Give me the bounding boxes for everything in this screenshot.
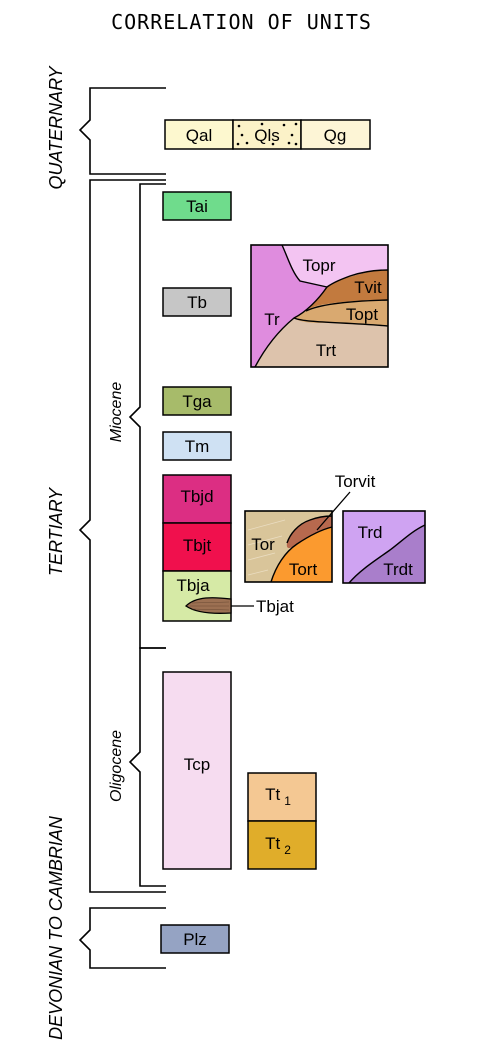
- bracket-tertiary: [78, 179, 166, 893]
- unit-tai: Tai: [162, 191, 232, 221]
- unit-tai-box: [162, 191, 232, 221]
- unit-tt1-label-subscript: 1: [284, 794, 291, 808]
- bracket-devonian-to-cambrian: [78, 907, 166, 969]
- unit-tvit-label: Tvit: [354, 278, 382, 297]
- era-label-devonian-to-cambrian: DEVONIAN TO CAMBRIAN: [46, 815, 66, 1040]
- unit-tbjat-hatch: [190, 601, 230, 611]
- unit-tr-complex-contacts: [254, 244, 389, 368]
- unit-trd-complex-frame: [342, 510, 426, 584]
- unit-tr-complex-frame: [250, 244, 389, 368]
- unit-tt2-box: [247, 820, 317, 870]
- unit-tor-label: Tor: [251, 535, 275, 554]
- unit-tbja: Tbja: [162, 570, 232, 622]
- unit-tm: Tm: [162, 431, 232, 461]
- unit-tt2-label-subscript: 2: [284, 843, 291, 857]
- unit-tort-label: Tort: [289, 560, 318, 579]
- epoch-label-miocene: Miocene: [108, 382, 125, 443]
- unit-tcp-label: Tcp: [184, 755, 210, 774]
- unit-topr-area: [282, 245, 388, 287]
- unit-torvit-label: Torvit: [335, 472, 376, 491]
- unit-qal: Qal: [164, 119, 234, 150]
- unit-tr-label: Tr: [264, 310, 280, 329]
- unit-qg-label: Qg: [324, 126, 347, 145]
- era-label-quaternary: QUATERNARY: [46, 65, 66, 190]
- unit-trd-contact: [348, 524, 426, 584]
- unit-qls: Qls: [232, 119, 302, 150]
- diagram-title: CORRELATION OF UNITS: [111, 10, 372, 34]
- unit-tt1-box: [247, 772, 317, 822]
- unit-tcp-box: [162, 671, 232, 870]
- unit-plz: Plz: [160, 924, 230, 954]
- unit-tt1-label-main: Tt: [265, 785, 280, 804]
- unit-tb-box: [162, 287, 232, 317]
- unit-torvit-area: [286, 516, 332, 549]
- unit-tr-area: [251, 245, 327, 367]
- leader-torvit: [316, 491, 351, 531]
- unit-qg-box: [300, 119, 371, 150]
- unit-tbjd: Tbjd: [162, 474, 232, 524]
- unit-tor-complex-frame: [244, 510, 333, 583]
- unit-tvit-area: [306, 270, 388, 311]
- unit-tt2-label-main: Tt: [265, 834, 280, 853]
- unit-tt2: Tt 2: [247, 820, 317, 870]
- unit-tm-label: Tm: [185, 437, 210, 456]
- unit-tbjat-label: Tbjat: [256, 597, 294, 616]
- unit-tga: Tga: [162, 386, 232, 416]
- unit-tt2-label: Tt 2: [265, 834, 291, 857]
- bracket-oligocene: [128, 647, 166, 887]
- unit-tbjd-label: Tbjd: [180, 487, 213, 506]
- unit-qls-label: Qls: [254, 126, 280, 145]
- unit-qal-box: [164, 119, 234, 150]
- unit-tbjt-box: [162, 522, 232, 572]
- unit-tbjt: Tbjt: [162, 522, 232, 572]
- unit-trdt-label: Trdt: [383, 560, 413, 579]
- unit-qg: Qg: [300, 119, 371, 150]
- unit-trt-label: Trt: [316, 341, 336, 360]
- unit-tai-label: Tai: [186, 197, 208, 216]
- bracket-quaternary: [78, 87, 166, 175]
- unit-tga-box: [162, 386, 232, 416]
- unit-trdt-area: [349, 525, 425, 583]
- unit-qal-label: Qal: [186, 126, 212, 145]
- unit-topr-label: Topr: [302, 256, 335, 275]
- unit-group-tr-complex: Topr Tvit Topt Tr Trt: [250, 244, 389, 368]
- unit-tor-hatch: [247, 519, 286, 576]
- unit-tor-complex-contacts: [270, 515, 333, 583]
- unit-tcp: Tcp: [162, 671, 232, 870]
- unit-tb-label: Tb: [187, 293, 207, 312]
- unit-qls-dot-pattern: [236, 122, 298, 146]
- unit-tt1-label: Tt 1: [265, 785, 291, 808]
- unit-tt1: Tt 1: [247, 772, 317, 822]
- unit-group-tor-complex: Tor Tort: [244, 510, 333, 583]
- unit-tm-box: [162, 431, 232, 461]
- unit-tbja-label: Tbja: [176, 576, 210, 595]
- unit-tga-label: Tga: [182, 392, 212, 411]
- unit-trd-label: Trd: [358, 523, 383, 542]
- unit-plz-label: Plz: [183, 930, 207, 949]
- unit-topt-label: Topt: [346, 305, 378, 324]
- era-label-tertiary: TERTIARY: [46, 486, 66, 576]
- unit-tb: Tb: [162, 287, 232, 317]
- unit-plz-box: [160, 924, 230, 954]
- unit-tbjt-label: Tbjt: [183, 536, 212, 555]
- unit-group-trd-complex: Trd Trdt: [342, 510, 426, 584]
- bracket-miocene: [128, 183, 166, 649]
- epoch-label-oligocene: Oligocene: [108, 730, 125, 802]
- unit-qls-box: [232, 119, 302, 150]
- unit-tort-area: [271, 527, 332, 582]
